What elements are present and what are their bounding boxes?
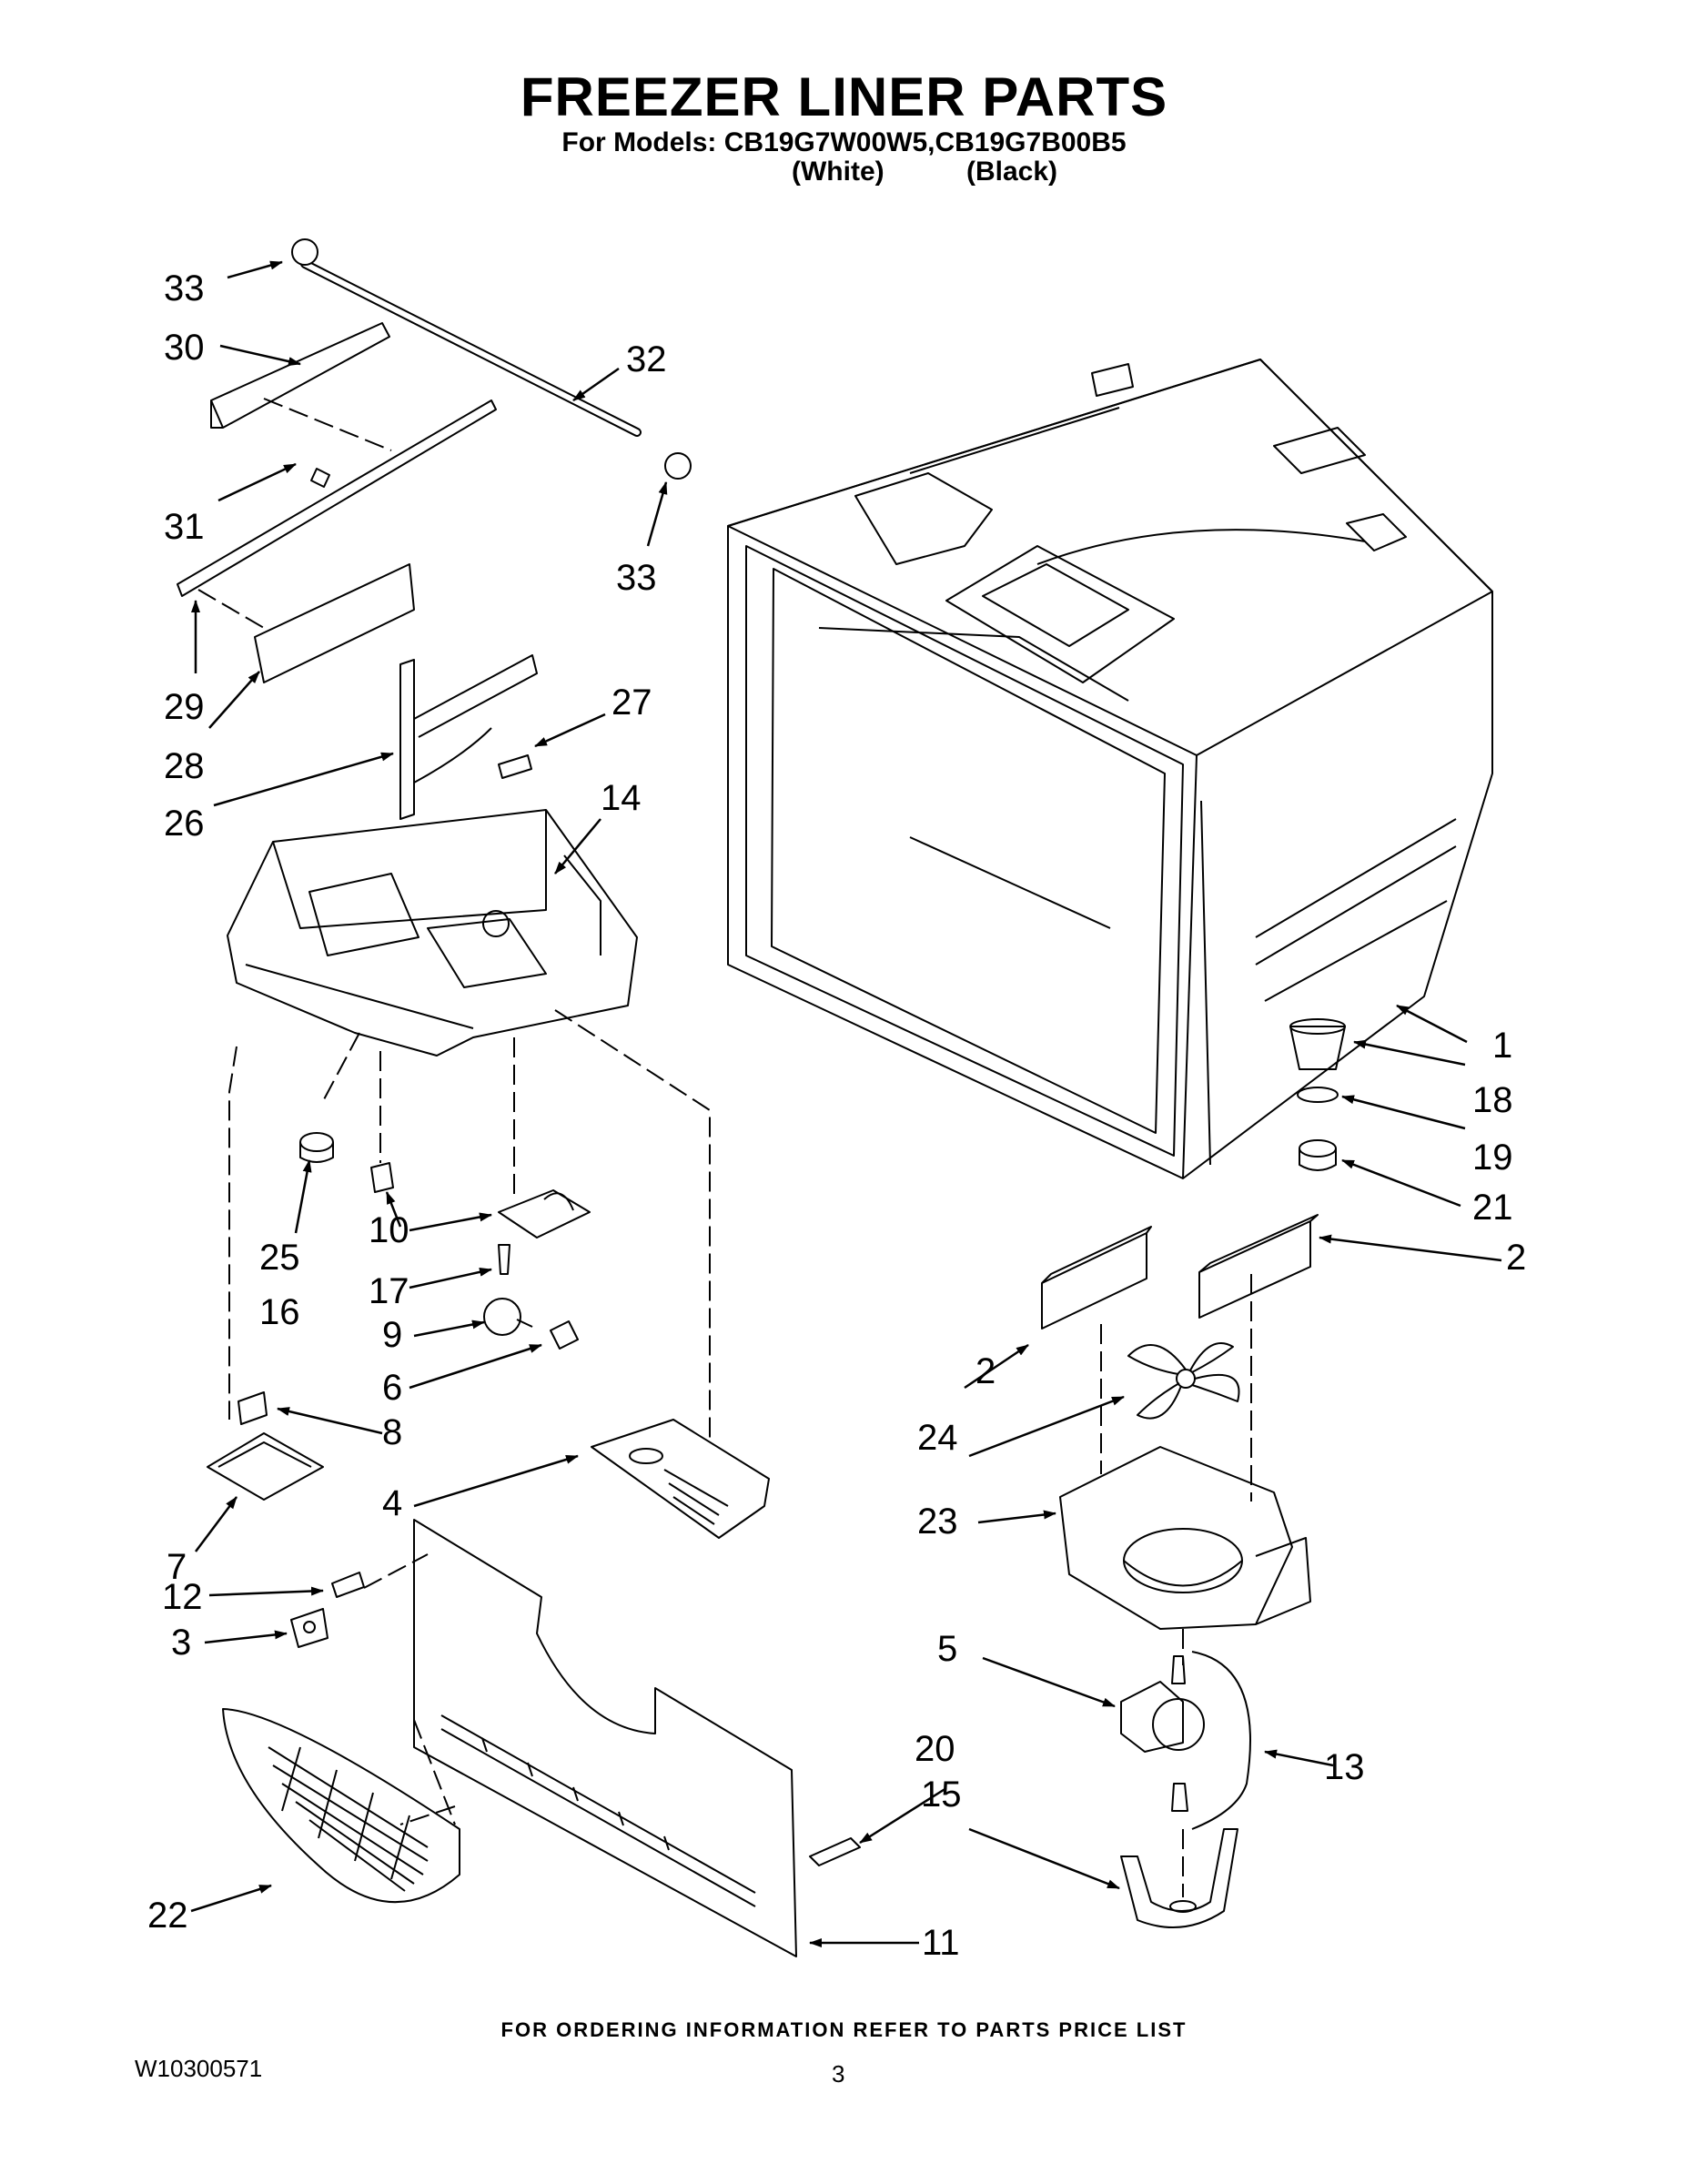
light-cover-drawing [591, 1419, 770, 1539]
part-label: 20 [915, 1729, 955, 1769]
fan-blade-drawing [1127, 1342, 1240, 1420]
rear-panel-drawing [413, 1519, 797, 1957]
part-label: 9 [382, 1315, 402, 1355]
part-label: 8 [382, 1412, 402, 1452]
part-label: 15 [921, 1774, 962, 1815]
part-label: 28 [164, 746, 205, 786]
part-label: 17 [369, 1271, 409, 1311]
part-label: 10 [369, 1210, 409, 1250]
part-number-labels: 33 30 32 31 33 29 28 27 26 14 1 18 19 21… [147, 268, 1526, 1963]
slide-rails-drawing [177, 238, 692, 683]
leader-arrows [190, 260, 1502, 1947]
rail-bracket-drawing [399, 654, 538, 820]
part-label: 19 [1472, 1138, 1513, 1178]
damper-control-drawing [207, 1391, 324, 1501]
document-number: W10300571 [135, 2055, 263, 2082]
part-label: 11 [922, 1923, 960, 1963]
part-label: 16 [259, 1292, 300, 1332]
part-label: 6 [382, 1368, 402, 1408]
motor-bracket-drawing [1120, 1828, 1238, 1928]
foam-strip-drawing [809, 1837, 861, 1866]
drain-parts-drawing [1289, 1018, 1346, 1171]
fan-motor-drawing [1120, 1651, 1251, 1830]
part-label: 33 [164, 268, 205, 308]
variant-black-label: (Black) [966, 157, 1058, 187]
models-line: For Models: CB19G7W00W5,CB19G7B00B5 [561, 127, 1127, 157]
freezer-liner-drawing [727, 359, 1493, 1179]
part-label: 4 [382, 1483, 402, 1523]
part-label: 27 [612, 682, 652, 723]
foam-block-drawings [1041, 1214, 1319, 1330]
part-label: 13 [1324, 1747, 1365, 1787]
part-label: 30 [164, 328, 205, 368]
part-label: 7 [167, 1547, 187, 1587]
part-label: 33 [616, 558, 657, 598]
part-label: 23 [917, 1502, 958, 1542]
part-label: 5 [937, 1629, 957, 1669]
fan-shroud-drawing [1059, 1446, 1311, 1630]
part-label: 25 [259, 1238, 300, 1278]
part-label: 26 [164, 804, 205, 844]
ordering-note: FOR ORDERING INFORMATION REFER TO PARTS … [500, 2018, 1188, 2041]
small-control-parts-drawing [299, 1132, 591, 1350]
part-label: 3 [171, 1623, 191, 1663]
part-label: 2 [975, 1351, 996, 1391]
control-housing-drawing [227, 809, 638, 1057]
part-label: 24 [917, 1418, 958, 1458]
page-title: FREEZER LINER PARTS [520, 66, 1168, 127]
page-number: 3 [832, 2060, 845, 2088]
part-label: 2 [1506, 1238, 1526, 1278]
part-label: 1 [1492, 1026, 1512, 1066]
part-label: 22 [147, 1896, 188, 1936]
part-label: 21 [1472, 1188, 1513, 1228]
part-label: 14 [601, 778, 642, 818]
variant-white-label: (White) [792, 157, 884, 187]
part-label: 32 [626, 339, 667, 379]
part-label: 18 [1472, 1080, 1513, 1120]
part-label: 31 [164, 507, 205, 547]
grille-drawing [222, 1708, 460, 1903]
screw-and-connector-drawing [290, 1572, 365, 1648]
part-label: 29 [164, 687, 205, 727]
part-label: 12 [162, 1577, 203, 1617]
assembly-dashed-lines [197, 398, 1252, 1897]
